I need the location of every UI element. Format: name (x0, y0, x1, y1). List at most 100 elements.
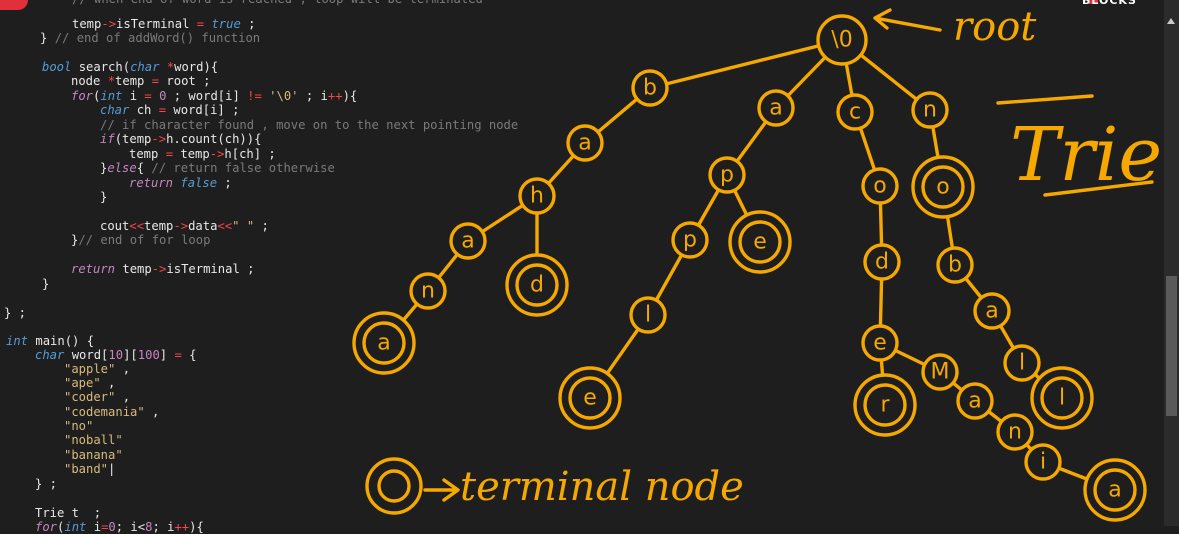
code-token: ++ (327, 89, 343, 103)
code-token: * (166, 60, 175, 74)
code-line[interactable]: "codemania" , (64, 405, 159, 419)
code-token: , (115, 390, 131, 404)
code-line[interactable]: bool search(char *word){ (42, 60, 218, 74)
code-token: bool (42, 60, 72, 74)
code-token: ; (217, 176, 232, 190)
code-token: -> (151, 132, 167, 146)
code-line[interactable]: } // end of addWord() function (40, 31, 260, 45)
code-token: ] (159, 348, 175, 362)
code-token: , (100, 376, 116, 390)
code-token: for (71, 89, 94, 103)
code-token: " " (232, 219, 255, 233)
code-token: return (71, 262, 116, 276)
code-line[interactable]: } (100, 190, 107, 204)
code-token: "banana" (64, 448, 123, 462)
code-token: { (136, 161, 152, 175)
brand-label: BLOCKS (1082, 0, 1137, 7)
code-line[interactable]: return temp->isTerminal ; (71, 262, 254, 276)
code-line[interactable]: int main() { (6, 334, 94, 348)
code-token: (temp (114, 132, 152, 146)
code-token: | (108, 462, 116, 476)
code-token: true (211, 17, 241, 31)
code-line[interactable]: for(int i = 0 ; word[i] != '\0' ; i++){ (71, 89, 357, 103)
code-token: word){ (174, 60, 219, 74)
code-token: = (151, 74, 160, 88)
code-token: temp (72, 17, 102, 31)
code-token: ; i (152, 520, 175, 534)
code-token: int (64, 520, 87, 534)
code-line[interactable]: return false ; (129, 176, 232, 190)
code-token: word[i] ; (166, 103, 240, 117)
code-token: , (144, 405, 160, 419)
code-token: data (188, 219, 218, 233)
code-line[interactable]: "coder" , (64, 390, 130, 404)
code-token: temp (129, 147, 166, 161)
scrollbar-thumb[interactable] (1166, 276, 1177, 416)
code-line[interactable]: } (42, 277, 49, 291)
code-token: false (180, 176, 218, 190)
code-line[interactable]: }// end of for loop (71, 233, 210, 247)
code-token: "no" (64, 419, 94, 433)
code-token: << (129, 219, 145, 233)
code-token: -> (173, 219, 189, 233)
code-token: isTerminal ; (166, 262, 255, 276)
code-line[interactable]: char ch = word[i] ; (100, 103, 239, 117)
code-line[interactable]: }else{ // return false otherwise (100, 161, 335, 175)
code-line[interactable]: char word[10][100] = { (35, 348, 197, 362)
code-token: "ape" (64, 376, 101, 390)
code-token: for (35, 520, 58, 534)
code-token: temp (115, 262, 152, 276)
code-token: "apple" (64, 362, 116, 376)
code-token: -> (151, 262, 167, 276)
code-line[interactable]: "ape" , (64, 376, 115, 390)
code-token: } (40, 31, 55, 45)
code-token: ; word[i] (166, 89, 248, 103)
code-line[interactable]: if(temp->h.count(ch)){ (100, 132, 261, 146)
code-token: ; i< (115, 520, 146, 534)
code-token: } (100, 190, 108, 204)
code-token: "codemania" (64, 405, 145, 419)
code-line[interactable]: "no" (64, 419, 93, 433)
code-token (152, 89, 159, 103)
scroll-up-arrow-icon[interactable] (1167, 18, 1175, 24)
code-token: ; (240, 17, 256, 31)
code-token: node (71, 74, 108, 88)
code-token: i (86, 520, 102, 534)
code-line[interactable]: Trie t ; (35, 506, 101, 520)
code-line[interactable]: temp->isTerminal = true ; (72, 17, 256, 31)
code-token: word[ (64, 348, 109, 362)
code-line[interactable]: // when end of word is reached , loop wi… (72, 0, 483, 6)
code-token: ch (129, 103, 159, 117)
code-line[interactable]: } ; (4, 306, 26, 320)
code-line[interactable]: "noball" (64, 433, 123, 447)
code-line[interactable]: "banana" (64, 448, 123, 462)
code-line[interactable]: node *temp = root ; (71, 74, 210, 88)
code-token: // if character found , move on to the n… (100, 118, 519, 132)
code-token: -> (101, 17, 117, 31)
code-line[interactable]: "apple" , (64, 362, 130, 376)
code-token: } ; (4, 306, 27, 320)
code-token: '\0' (269, 89, 299, 103)
code-token: 10 (108, 348, 124, 362)
vertical-scrollbar[interactable] (1164, 0, 1179, 526)
code-token: "noball" (64, 433, 123, 447)
code-line[interactable]: // if character found , move on to the n… (100, 118, 518, 132)
code-token: = (165, 147, 174, 161)
code-token: char (35, 348, 65, 362)
code-token: int (6, 334, 29, 348)
code-token: = (196, 17, 205, 31)
code-token: // end of for loop (78, 233, 211, 247)
code-token: } (71, 233, 79, 247)
code-token: } ; (35, 477, 58, 491)
code-token: else (107, 161, 137, 175)
code-line[interactable]: } ; (35, 477, 57, 491)
code-line[interactable]: for(int i=0; i<8; i++){ (35, 520, 204, 534)
code-token: ; (254, 219, 269, 233)
code-line[interactable]: "band"| (64, 462, 115, 476)
code-token: "coder" (64, 390, 116, 404)
code-token: = (158, 103, 167, 117)
code-line[interactable]: temp = temp->h[ch] ; (129, 147, 276, 161)
code-line[interactable]: cout<<temp->data<<" " ; (100, 219, 269, 233)
code-token: temp (144, 219, 174, 233)
